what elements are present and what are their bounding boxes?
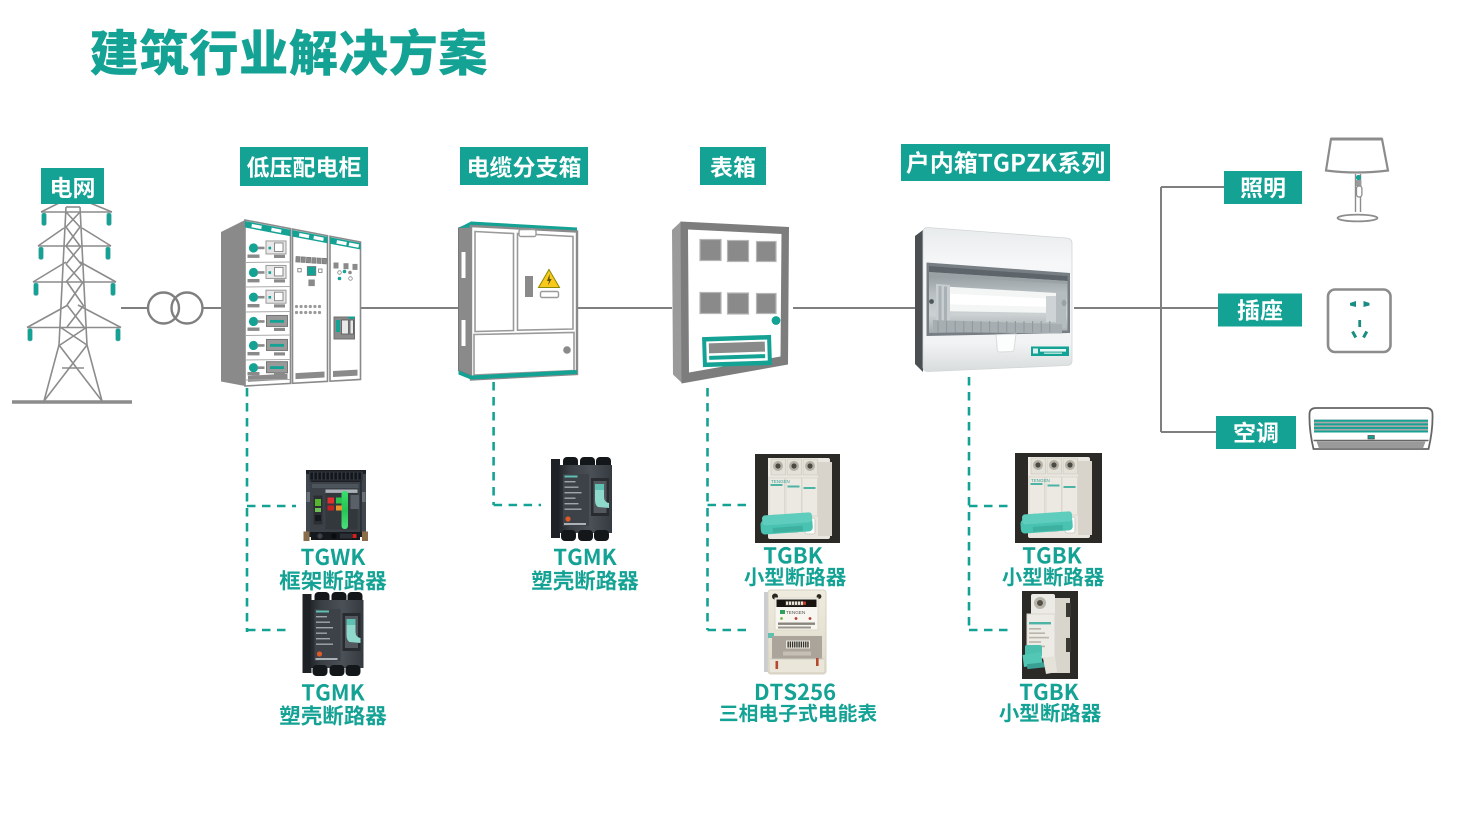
svg-text:TENGEN: TENGEN	[771, 479, 790, 484]
svg-text:TENGEN: TENGEN	[786, 610, 805, 615]
svg-text:TENGEN: TENGEN	[1031, 478, 1050, 483]
